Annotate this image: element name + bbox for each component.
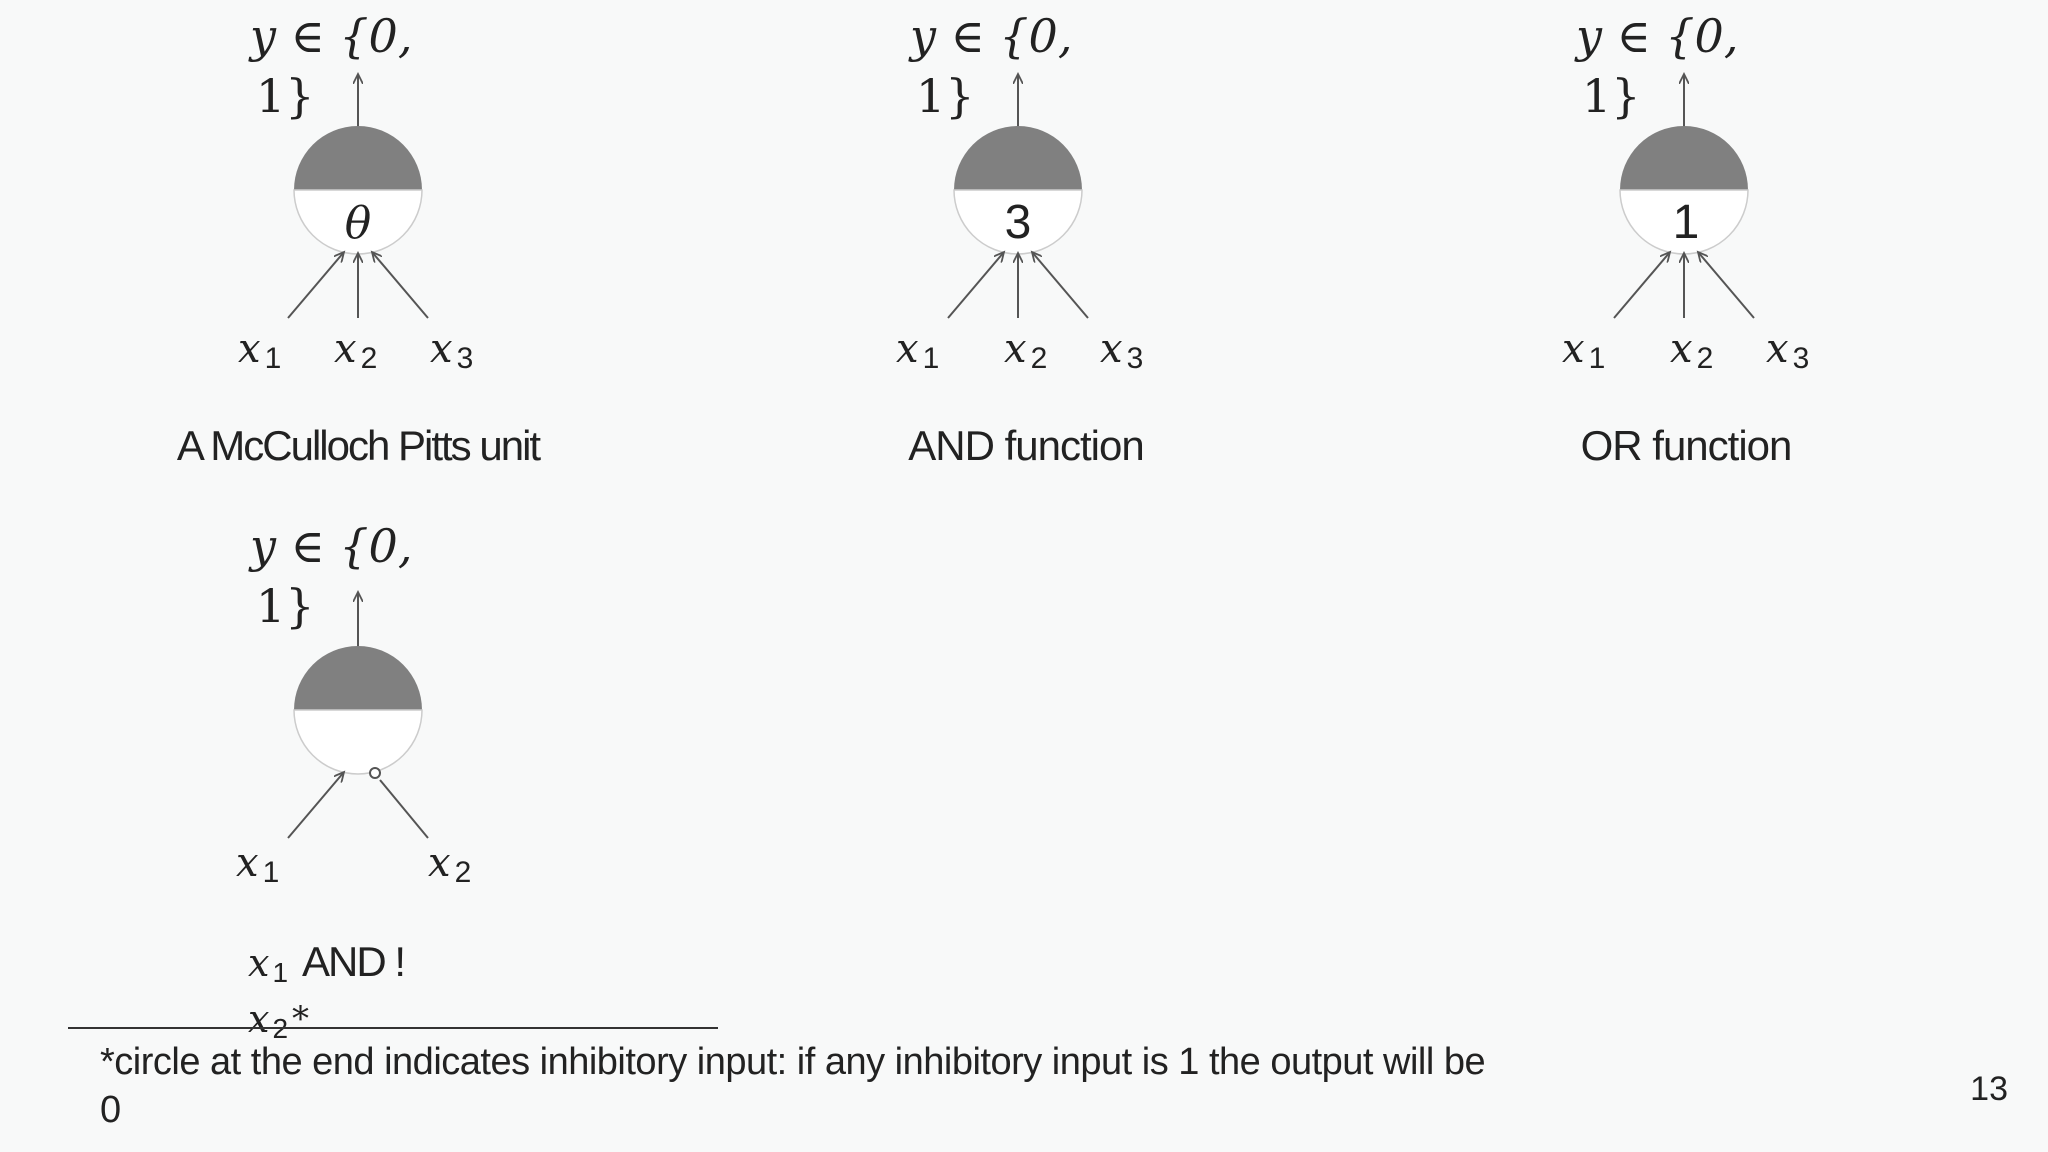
input-arrow-3 xyxy=(1032,252,1089,319)
caption: AND function xyxy=(908,422,1143,469)
input-arrow-1 xyxy=(287,252,344,319)
output-label-line2: 1} xyxy=(256,579,315,633)
page-number: 13 xyxy=(1970,1070,2008,1108)
input-arrow-3 xyxy=(1698,252,1755,319)
output-label-line2: 1} xyxy=(916,69,975,123)
output-label-line1: y ∈ {0, xyxy=(1574,9,1738,63)
output-label-line2: 1} xyxy=(256,69,315,123)
caption: OR function xyxy=(1581,422,1792,469)
output-label-line1: y ∈ {0, xyxy=(248,9,412,63)
neuron-top-half xyxy=(294,646,422,710)
neuron-body xyxy=(293,646,423,775)
threshold-label: 3 xyxy=(1005,196,1032,249)
threshold-label: θ xyxy=(345,198,372,249)
output-label-line2: 1} xyxy=(1582,69,1641,123)
output-label-line1: y ∈ {0, xyxy=(908,9,1072,63)
input-arrow-1 xyxy=(1613,252,1670,319)
footnote-line1: *circle at the end indicates inhibitory … xyxy=(100,1041,1485,1083)
caption: A McCulloch Pitts unit xyxy=(177,422,541,469)
input-arrow-1 xyxy=(947,252,1004,319)
neuron-body xyxy=(293,126,423,255)
inhibitory-input-line xyxy=(379,779,429,839)
neuron-top-half xyxy=(954,126,1082,190)
neuron-top-half xyxy=(1620,126,1748,190)
inhibitory-circle-icon xyxy=(369,767,381,779)
footnote-line2: 0 xyxy=(100,1089,121,1131)
output-label-line1: y ∈ {0, xyxy=(248,519,412,573)
input-arrow-3 xyxy=(372,252,429,319)
input-arrow-1 xyxy=(287,772,344,839)
neuron-top-half xyxy=(294,126,422,190)
threshold-label: 1 xyxy=(1673,196,1700,249)
neuron-bottom-half xyxy=(293,709,423,775)
